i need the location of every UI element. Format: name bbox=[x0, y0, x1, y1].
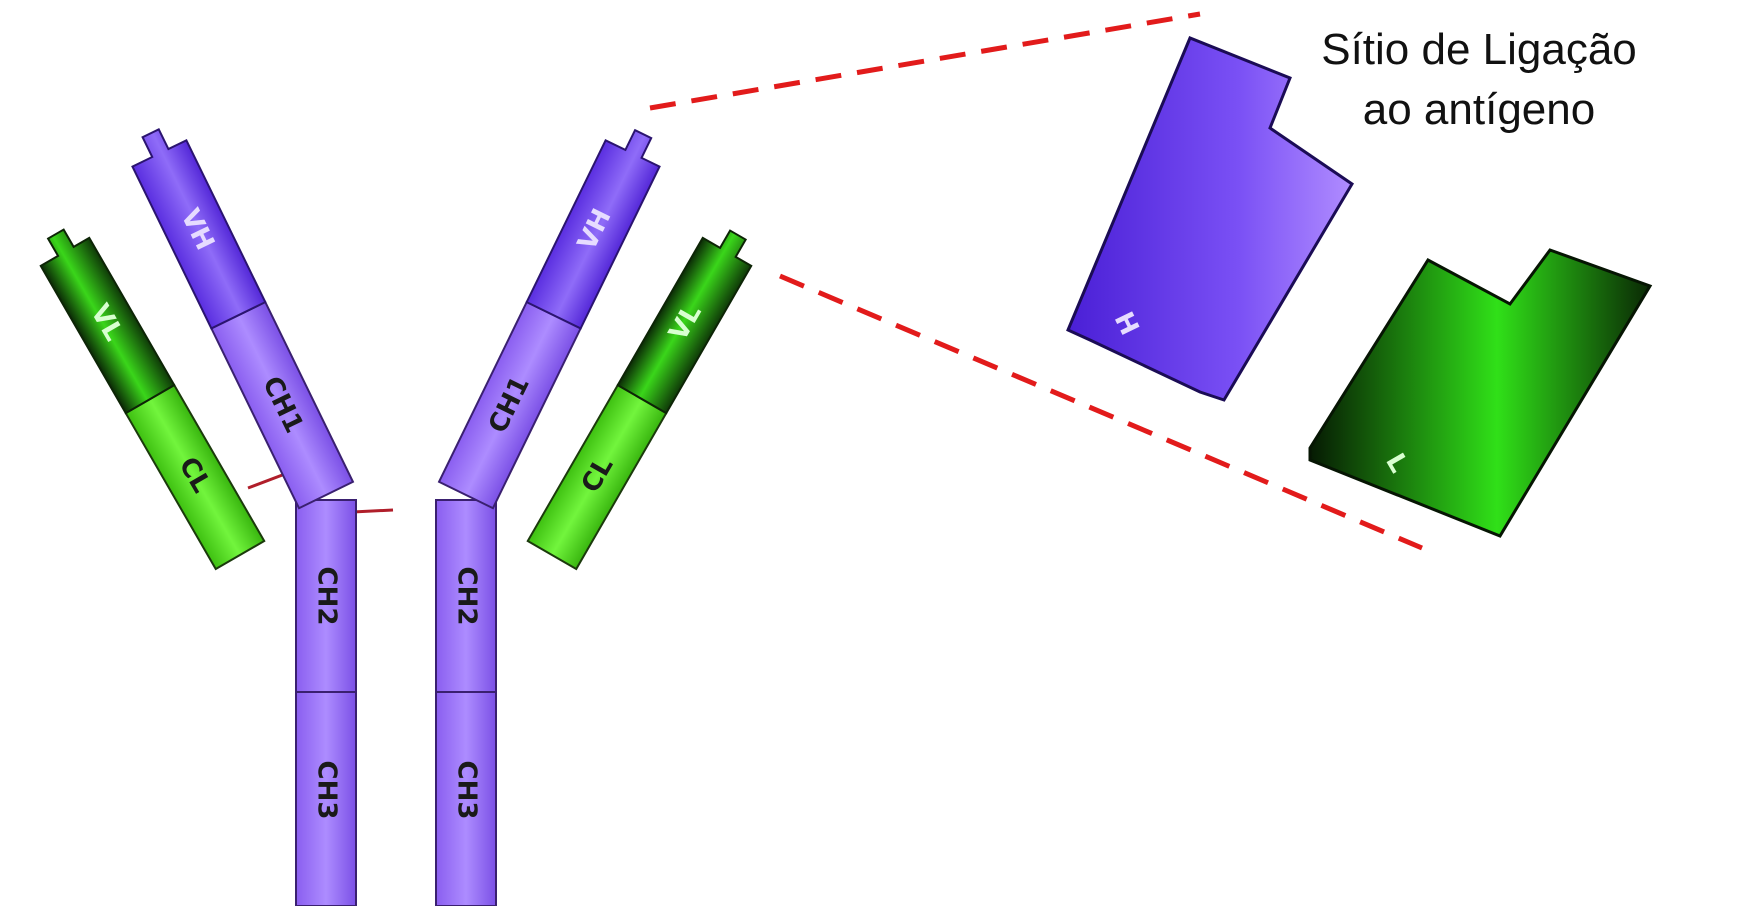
left-ch2-domain bbox=[295, 499, 357, 693]
zoom-cut-mask bbox=[806, 95, 866, 325]
zoom-vl-tip bbox=[1308, 248, 1653, 538]
zoom-inset: H L bbox=[1066, 36, 1653, 538]
left-ch3-domain bbox=[295, 691, 357, 906]
right-ch3-domain bbox=[435, 691, 497, 906]
left-ch2-label: CH2 bbox=[312, 567, 342, 626]
left-vl-domain bbox=[39, 228, 176, 415]
left-heavy-stem: CH2 CH3 bbox=[295, 499, 357, 906]
right-vl-domain bbox=[616, 229, 753, 415]
right-light-chain: CL VL bbox=[526, 229, 753, 571]
zoom-line-top bbox=[649, 11, 1201, 111]
left-vh-domain bbox=[131, 127, 267, 330]
zoom-line-bottom bbox=[779, 273, 1423, 551]
left-heavy-arm: CH1 VH bbox=[131, 127, 355, 510]
right-ch2-label: CH2 bbox=[452, 567, 482, 626]
left-ch3-label: CH3 bbox=[312, 761, 342, 820]
caption-line-1: Sítio de Ligação bbox=[1321, 25, 1637, 74]
right-heavy-arm: CH1 VH bbox=[437, 128, 661, 510]
right-heavy-stem: CH2 CH3 bbox=[435, 499, 497, 906]
zoom-vh-tip bbox=[1066, 36, 1355, 402]
right-vh-domain bbox=[525, 128, 661, 330]
disulfide-bond-left bbox=[247, 472, 286, 490]
right-ch3-label: CH3 bbox=[452, 761, 482, 820]
caption-line-2: ao antígeno bbox=[1363, 85, 1595, 134]
right-ch2-domain bbox=[435, 499, 497, 693]
left-light-chain: CL VL bbox=[39, 228, 266, 571]
